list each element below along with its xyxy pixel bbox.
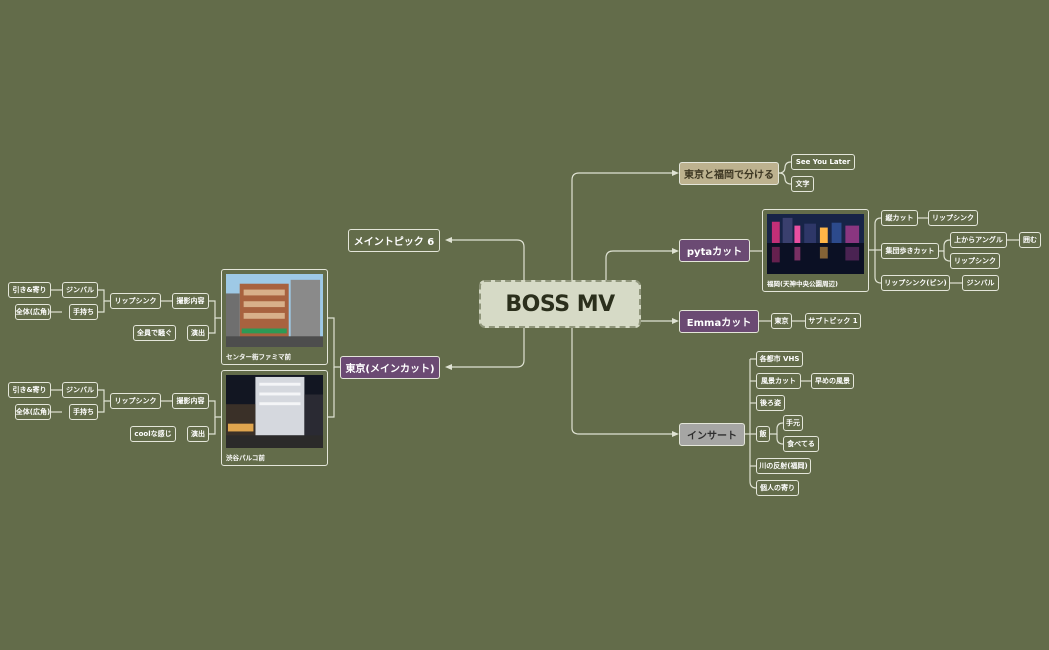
subtopic-vhs[interactable]: 各都市 VHS [756, 351, 803, 367]
subtopic-hayame-fukei[interactable]: 早めの風景 [811, 373, 854, 389]
subtopic-ue-angle[interactable]: 上からアングル [950, 232, 1007, 248]
center-gai-photo [226, 274, 323, 347]
fukuoka-night-photo [767, 214, 864, 274]
subtopic-tate-cut[interactable]: 縦カット [881, 210, 918, 226]
subtopic-enshutsu-2[interactable]: 演出 [187, 426, 209, 442]
subtopic-tabeteru[interactable]: 食べてる [783, 436, 819, 452]
subtopic-ushiro-sugata[interactable]: 後ろ姿 [756, 395, 785, 411]
subtopic-see-you-later[interactable]: See You Later [791, 154, 855, 170]
image-card-fukuoka[interactable]: 福岡(天神中央公園周辺) [762, 209, 869, 292]
subtopic-gimbal-2[interactable]: ジンバル [62, 382, 98, 398]
subtopic-temochi-2[interactable]: 手持ち [69, 404, 98, 420]
image-caption-center-gai: センター街ファミマ前 [226, 353, 291, 361]
subtopic-moji[interactable]: 文字 [791, 176, 814, 192]
subtopic-kojin-yori[interactable]: 個人の寄り [756, 480, 799, 496]
subtopic-subtopic-1[interactable]: サブトピック 1 [805, 313, 861, 329]
subtopic-kawa-hansha[interactable]: 川の反射(福岡) [756, 458, 811, 474]
subtopic-satsuei-naiyo-2[interactable]: 撮影内容 [172, 393, 209, 409]
image-card-center-gai[interactable]: センター街ファミマ前 [221, 269, 328, 365]
subtopic-hiki-yori-2[interactable]: 引き&寄り [8, 382, 51, 398]
subtopic-gimbal[interactable]: ジンバル [62, 282, 98, 298]
subtopic-shudan-lipsync[interactable]: リップシンク [950, 253, 1000, 269]
subtopic-kakomu[interactable]: 囲む [1019, 232, 1041, 248]
subtopic-hiki-yori[interactable]: 引き&寄り [8, 282, 51, 298]
subtopic-tate-lipsync[interactable]: リップシンク [928, 210, 978, 226]
subtopic-lipsync[interactable]: リップシンク [110, 293, 161, 309]
topic-tokyo-main-cut[interactable]: 東京(メインカット) [340, 356, 440, 379]
root-topic[interactable]: BOSS MV [479, 280, 641, 328]
topic-tokyo-fukuoka[interactable]: 東京と福岡で分ける [679, 162, 779, 185]
subtopic-zentai-kokaku-2[interactable]: 全体(広角) [15, 404, 51, 420]
subtopic-fukei-cut[interactable]: 風景カット [756, 373, 801, 389]
subtopic-emma-tokyo[interactable]: 東京 [771, 313, 792, 329]
subtopic-enshutsu[interactable]: 演出 [187, 325, 209, 341]
image-caption-fukuoka: 福岡(天神中央公園周辺) [767, 280, 838, 288]
image-caption-shibuya-parco: 渋谷パルコ前 [226, 454, 265, 462]
subtopic-temochi[interactable]: 手持ち [69, 304, 98, 320]
subtopic-temoto[interactable]: 手元 [783, 415, 803, 431]
topic-emma-cut[interactable]: Emmaカット [679, 310, 759, 333]
image-card-shibuya-parco[interactable]: 渋谷パルコ前 [221, 370, 328, 466]
subtopic-meshi[interactable]: 飯 [756, 426, 770, 442]
topic-insert[interactable]: インサート [679, 423, 745, 446]
subtopic-zenin-sawagu[interactable]: 全員で騒ぐ [133, 325, 176, 341]
topic-pyta-cut[interactable]: pytaカット [679, 239, 750, 262]
topic-main-topic-6[interactable]: メイントピック 6 [348, 229, 440, 252]
subtopic-satsuei-naiyo[interactable]: 撮影内容 [172, 293, 209, 309]
subtopic-lipsync-pin[interactable]: リップシンク(ピン) [881, 275, 950, 291]
subtopic-cool[interactable]: coolな感じ [130, 426, 176, 442]
subtopic-zentai-kokaku[interactable]: 全体(広角) [15, 304, 51, 320]
shibuya-parco-photo [226, 375, 323, 448]
subtopic-pin-gimbal[interactable]: ジンバル [962, 275, 999, 291]
subtopic-shudan-aruki[interactable]: 集団歩きカット [881, 243, 939, 259]
subtopic-lipsync-2[interactable]: リップシンク [110, 393, 161, 409]
